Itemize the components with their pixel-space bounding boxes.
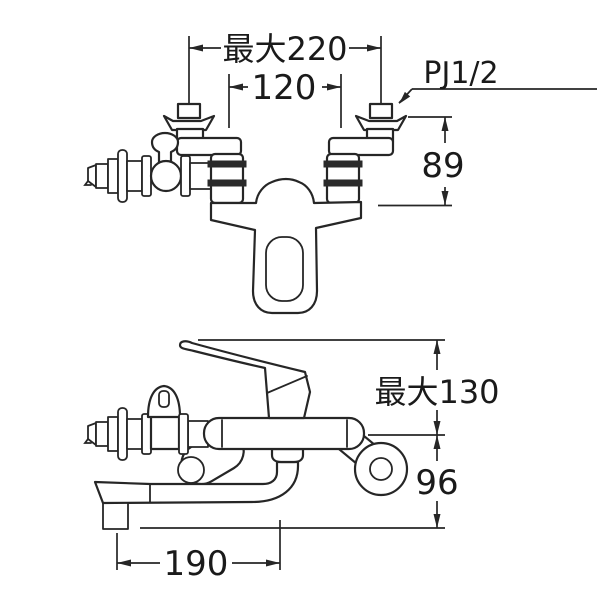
mounting-leg-right bbox=[323, 152, 363, 205]
diverter-lever-front bbox=[150, 131, 180, 165]
arrow-down-icon bbox=[441, 191, 449, 205]
hose-nipple-tip-side bbox=[87, 422, 97, 446]
dimension-wall-height: 89 bbox=[378, 116, 465, 207]
arrow-up-icon bbox=[433, 435, 441, 449]
diverter-nut-left-side bbox=[141, 413, 152, 455]
eccentric-flange-left bbox=[162, 114, 216, 132]
pipe-nipple-right bbox=[368, 102, 394, 120]
lever-handle-outline bbox=[178, 340, 312, 420]
arrow-right-icon bbox=[327, 83, 341, 91]
dimension-wall-height-label: 89 bbox=[421, 146, 464, 186]
diverter-knob-slot bbox=[158, 390, 170, 408]
hose-nipple-side bbox=[95, 421, 109, 447]
shower-diverter-side bbox=[83, 384, 189, 461]
dimension-center-pitch-label: 120 bbox=[252, 68, 317, 108]
spout-tube bbox=[93, 460, 300, 505]
union-nut-band bbox=[207, 179, 247, 187]
eccentric-arm-right bbox=[327, 136, 395, 157]
union-nut-band bbox=[323, 179, 363, 187]
thread-callout: PJ1/2 bbox=[398, 56, 597, 104]
faucet-body-front bbox=[209, 177, 363, 315]
eccentric-flange-right bbox=[354, 114, 408, 132]
flange-pipe-hole-right bbox=[369, 457, 393, 481]
pipe-nipple-left bbox=[176, 102, 202, 120]
faucet-side-view bbox=[83, 340, 409, 530]
spout-nozzle bbox=[102, 501, 129, 530]
dimension-center-pitch: 120 bbox=[228, 68, 342, 128]
union-nut-band bbox=[207, 160, 247, 168]
diverter-flange-side bbox=[117, 407, 128, 461]
faucet-front-view bbox=[83, 102, 408, 315]
arrow-down-icon bbox=[433, 514, 441, 528]
dimensions: 最大220 120 PJ1/2 89 bbox=[116, 30, 597, 584]
diverter-nut-right-front bbox=[180, 155, 191, 197]
diverter-tube-front bbox=[126, 160, 143, 192]
diverter-collar-front bbox=[107, 158, 119, 194]
dimension-max-width: 最大220 bbox=[188, 30, 382, 103]
diverter-nut-right-side bbox=[178, 413, 189, 455]
hose-nipple-barb-side bbox=[83, 438, 92, 444]
diverter-valve-body-front bbox=[149, 159, 183, 193]
dimension-spout-drop-label: 96 bbox=[415, 463, 458, 503]
spout-side bbox=[93, 447, 305, 530]
eccentric-arm-left bbox=[175, 136, 243, 157]
arrow-up-icon bbox=[433, 340, 441, 354]
dimension-spout-drop: 96 bbox=[140, 435, 459, 529]
flange-pipe-hole-left bbox=[177, 456, 205, 484]
diverter-flange-front bbox=[117, 149, 128, 203]
arrow-down-icon bbox=[433, 421, 441, 435]
spout-connection-flange bbox=[270, 447, 305, 464]
hose-nipple-barb-front bbox=[83, 180, 92, 186]
hose-nipple-tip-front bbox=[87, 164, 97, 188]
diverter-nut-left-front bbox=[141, 155, 152, 197]
arrow-up-icon bbox=[441, 117, 449, 131]
mounting-leg-left bbox=[207, 152, 247, 205]
shower-diverter-front bbox=[83, 131, 213, 203]
thread-size-label: PJ1/2 bbox=[423, 56, 498, 91]
diverter-tube-side bbox=[126, 418, 143, 450]
lever-handle-side bbox=[178, 340, 312, 420]
faucet-body-side bbox=[202, 416, 366, 451]
leader-arrow-icon bbox=[399, 91, 411, 104]
arrow-left-icon bbox=[117, 559, 131, 567]
arrow-left-icon bbox=[189, 44, 203, 52]
lever-face-inner-outline bbox=[265, 236, 304, 302]
lever-base-crease bbox=[266, 375, 308, 394]
arrow-left-icon bbox=[229, 83, 243, 91]
union-nut-band bbox=[323, 160, 363, 168]
dimension-max-width-label: 最大220 bbox=[222, 30, 347, 68]
diverter-collar-side bbox=[107, 416, 119, 452]
dimension-spout-reach: 190 bbox=[116, 520, 281, 584]
arrow-right-icon bbox=[266, 559, 280, 567]
dimension-max-height-label: 最大130 bbox=[374, 373, 499, 411]
arrow-right-icon bbox=[367, 44, 381, 52]
body-capsule-side bbox=[202, 416, 366, 451]
diverter-valve-body-side bbox=[149, 413, 181, 451]
dimension-max-height: 最大130 bbox=[198, 339, 500, 436]
dimension-spout-reach-label: 190 bbox=[164, 544, 229, 584]
hose-nipple-front bbox=[95, 163, 109, 189]
